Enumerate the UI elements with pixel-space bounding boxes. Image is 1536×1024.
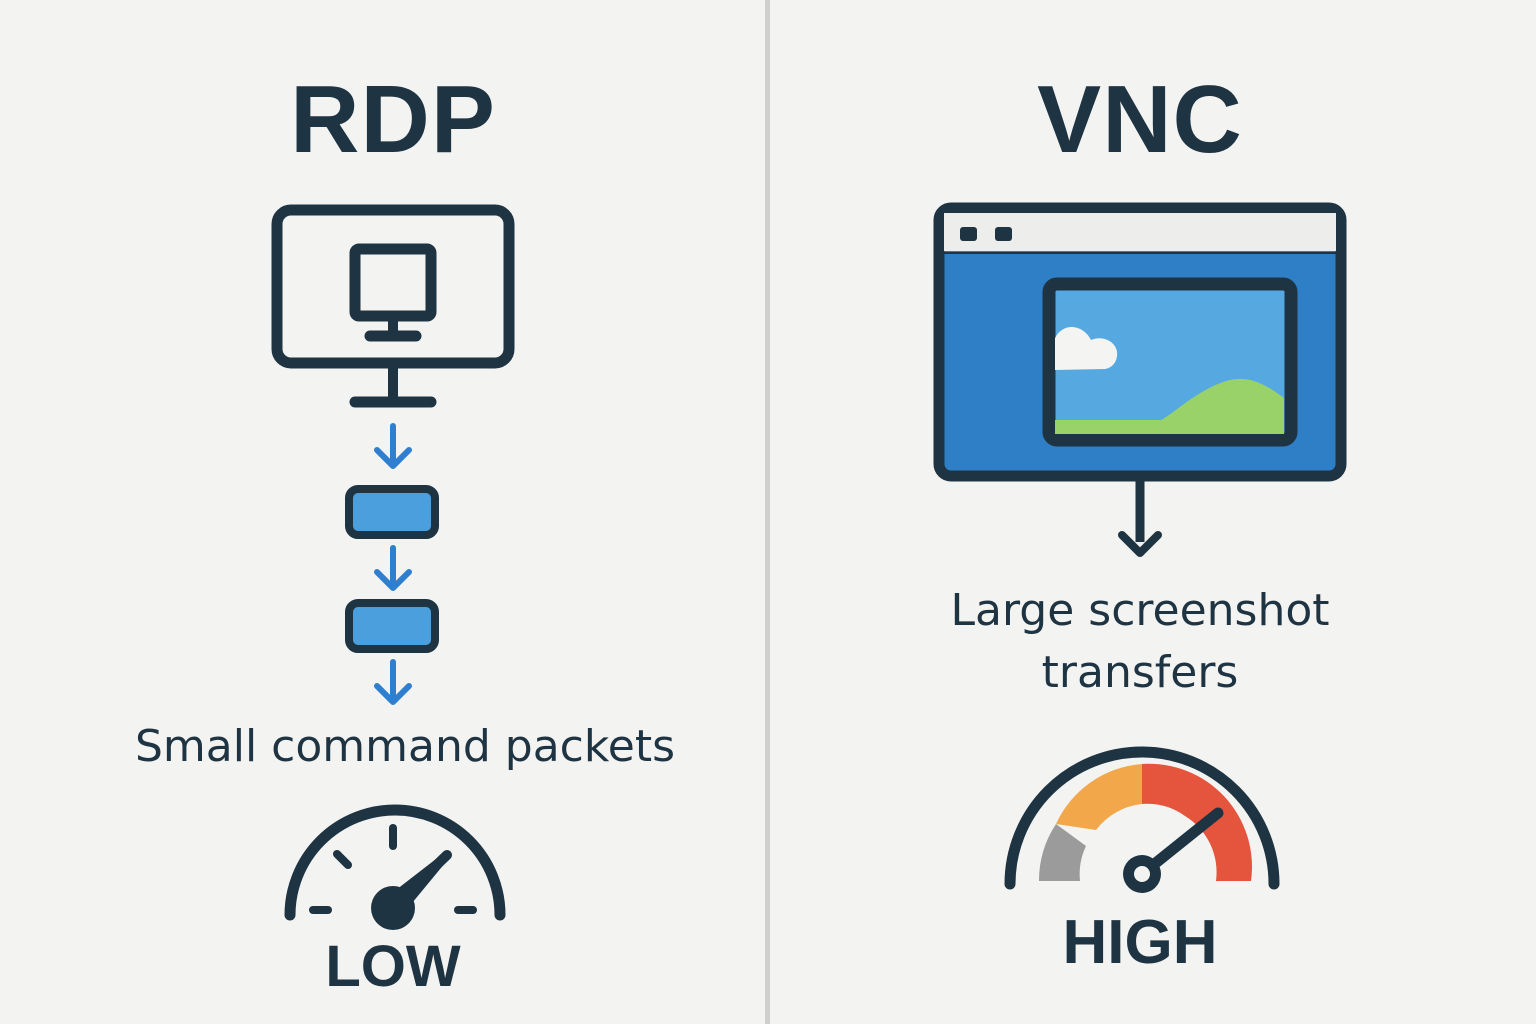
- arrow-down-icon: [374, 659, 412, 705]
- rdp-title: RDP: [290, 66, 496, 173]
- low-gauge-icon: [284, 804, 506, 930]
- packet-icon: [345, 599, 439, 653]
- arrow-down-icon: [374, 545, 412, 591]
- vnc-title: VNC: [1037, 66, 1243, 173]
- remote-desktop-icon: [271, 204, 515, 408]
- packet-icon: [345, 485, 439, 539]
- high-gauge-icon: [1004, 746, 1280, 893]
- panel-divider: [765, 0, 770, 1024]
- vnc-caption: Large screenshot transfers: [900, 580, 1380, 704]
- rdp-caption: Small command packets: [134, 721, 676, 772]
- screen-window-icon: [933, 202, 1347, 557]
- arrow-down-icon: [374, 423, 412, 469]
- vnc-caption-line-1: Large screenshot: [950, 585, 1330, 636]
- bandwidth-low-label: LOW: [325, 934, 461, 999]
- bandwidth-high-label: HIGH: [1062, 908, 1218, 977]
- vnc-caption-line-2: transfers: [1041, 647, 1239, 698]
